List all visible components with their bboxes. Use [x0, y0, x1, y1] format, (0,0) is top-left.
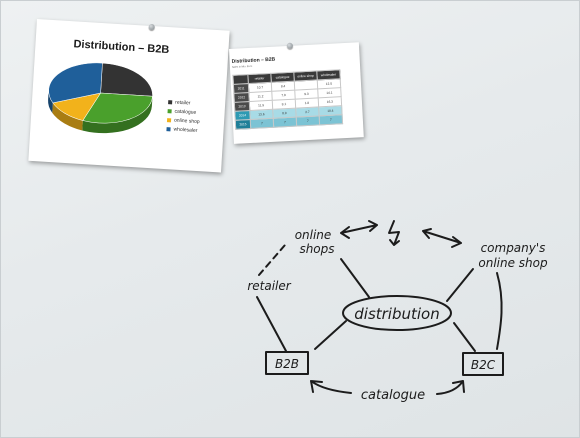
b2b-box — [265, 351, 309, 375]
label-retailer: retailer — [247, 279, 291, 293]
label-online: online — [295, 228, 332, 242]
pie-slice — [82, 92, 153, 124]
dashed-retailer-to-online — [258, 244, 286, 276]
arrow-left-double — [340, 220, 378, 239]
line-company-to-b2c — [496, 272, 503, 350]
pie-chart-printout: Distribution – B2B retailer catalogue on… — [28, 19, 230, 173]
line-to-online-shops — [340, 258, 370, 298]
label-companys: company's — [481, 241, 546, 255]
arrow-catalogue-right — [436, 380, 465, 395]
pie-chart — [48, 62, 153, 134]
b2c-box — [462, 352, 504, 376]
line-to-b2b — [314, 320, 347, 350]
label-b2b: B2B — [275, 357, 299, 371]
line-retailer-to-b2b — [256, 296, 287, 352]
line-to-b2c — [453, 322, 476, 352]
arrow-catalogue-left — [310, 380, 352, 394]
arrow-right-double — [422, 228, 462, 248]
label-distribution: distribution — [354, 305, 439, 323]
label-b2c: B2C — [471, 358, 496, 372]
line-to-company-shop — [446, 268, 474, 302]
pie-slice-side — [82, 96, 153, 134]
distribution-ellipse — [342, 295, 452, 331]
pie-slice-side — [52, 102, 83, 131]
lightning-icon — [388, 220, 400, 246]
pie-slice — [100, 62, 153, 97]
label-catalogue: catalogue — [361, 388, 425, 403]
label-shops: shops — [299, 242, 334, 256]
label-online-shop: online shop — [478, 256, 548, 270]
pie-slice — [48, 62, 103, 104]
